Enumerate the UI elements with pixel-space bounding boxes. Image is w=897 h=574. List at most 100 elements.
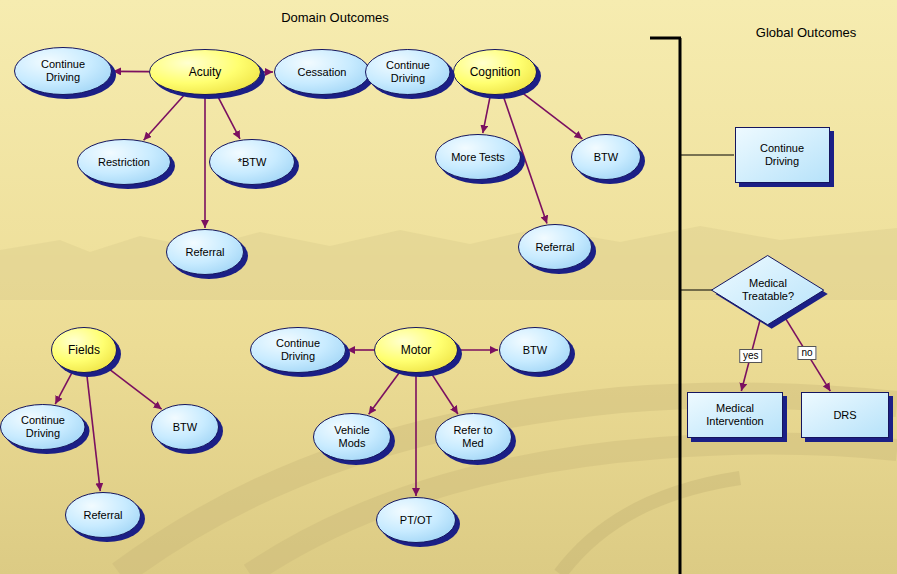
connector-arrow	[55, 372, 72, 404]
outcome-ellipse: Referral	[65, 492, 141, 538]
domain-ellipse: Acuity	[149, 49, 261, 95]
node-text-block: Fields	[68, 343, 100, 357]
edge-label: yes	[739, 349, 763, 363]
node-text-block: Acuity	[189, 65, 222, 79]
outcome-ellipse: Refer to Med	[435, 413, 512, 461]
node-ellipse	[366, 50, 451, 95]
node-text-block: Continue Driving	[380, 59, 436, 85]
node-text-block: Continue Driving	[270, 337, 326, 363]
road	[560, 478, 740, 574]
bracket	[650, 38, 734, 574]
node-text-block: Medical Treatable?	[738, 277, 798, 303]
node-ellipse	[454, 50, 537, 95]
node-ellipse	[275, 50, 370, 95]
node-label: Referral	[83, 509, 122, 522]
node-label: Continue Driving	[380, 59, 436, 85]
node-text-block: Continue Driving	[35, 58, 91, 84]
node-text-block: BTW	[173, 421, 197, 434]
node-ellipse	[210, 140, 295, 185]
node-text-block: Cessation	[298, 66, 347, 79]
node-text-block: Refer to Med	[448, 424, 498, 450]
node-label: Continue Driving	[752, 142, 812, 168]
node-diamond	[712, 255, 824, 324]
node-ellipse	[52, 328, 117, 373]
domain-ellipse: Motor	[374, 327, 458, 373]
connector-arrow	[106, 367, 161, 409]
node-label: Acuity	[189, 65, 222, 79]
node-label: Continue Driving	[35, 58, 91, 84]
node-label: *BTW	[238, 156, 267, 169]
node-ellipse	[1, 405, 86, 450]
connector-arrow	[217, 94, 240, 138]
connector-arrow	[347, 349, 374, 351]
section-heading: Domain Outcomes	[281, 10, 389, 26]
outcome-ellipse: Referral	[166, 229, 244, 275]
node-text-block: Referral	[535, 241, 574, 254]
node-ellipse	[436, 135, 521, 180]
node-ellipse	[435, 414, 511, 461]
node-ellipse	[167, 230, 244, 275]
outcome-ellipse: BTW	[571, 134, 641, 180]
connector-arrow	[113, 71, 149, 73]
node-text-block: Cognition	[470, 65, 521, 79]
domain-ellipse: Fields	[51, 327, 117, 373]
node-label: BTW	[523, 344, 547, 357]
outcome-ellipse: BTW	[499, 327, 571, 373]
node-rect	[802, 393, 889, 438]
outcome-ellipse: Continue Driving	[250, 327, 346, 373]
connector-arrow	[458, 349, 498, 351]
connector-arrow	[144, 94, 186, 141]
node-label: Referral	[535, 241, 574, 254]
node-text-block: Medical Intervention	[704, 402, 766, 428]
node-ellipse	[152, 405, 219, 450]
node-ellipse	[15, 48, 112, 95]
decision-diamond: Medical Treatable?	[711, 255, 824, 325]
outcome-ellipse: Referral	[518, 224, 592, 270]
node-label: PT/OT	[400, 514, 432, 527]
node-label: Cognition	[470, 65, 521, 79]
node-ellipse	[314, 414, 391, 461]
node-ellipse	[519, 225, 592, 270]
node-label: Continue Driving	[15, 414, 71, 440]
node-text-block: Continue Driving	[752, 142, 812, 168]
connector-arrow	[784, 315, 831, 391]
node-text-block: BTW	[523, 344, 547, 357]
node-label: BTW	[173, 421, 197, 434]
node-label: Fields	[68, 343, 100, 357]
node-label: Motor	[401, 343, 432, 357]
connector-arrow	[430, 372, 458, 414]
node-text-block: PT/OT	[400, 514, 432, 527]
node-rect	[688, 393, 783, 438]
connector-arrow	[519, 91, 582, 139]
node-label: Continue Driving	[270, 337, 326, 363]
outcome-ellipse: BTW	[151, 404, 219, 450]
bracket-bar	[679, 38, 682, 574]
section-heading: Global Outcomes	[756, 25, 856, 41]
node-ellipse	[500, 328, 571, 373]
node-label: Cessation	[298, 66, 347, 79]
outcome-ellipse: More Tests	[435, 134, 521, 180]
node-ellipse	[150, 50, 261, 95]
outcome-ellipse: Vehicle Mods	[313, 413, 391, 461]
node-text-block: Referral	[83, 509, 122, 522]
node-ellipse	[66, 493, 141, 538]
node-label: Refer to Med	[448, 424, 498, 450]
node-ellipse	[78, 140, 171, 185]
node-text-block: *BTW	[238, 156, 267, 169]
outcome-box: Continue Driving	[735, 127, 830, 183]
edge-label: no	[797, 346, 816, 360]
outcome-ellipse: PT/OT	[376, 497, 456, 543]
bracket-tick	[680, 155, 734, 156]
node-label: DRS	[833, 409, 856, 422]
outcome-ellipse: Cessation	[274, 49, 370, 95]
node-label: BTW	[594, 151, 618, 164]
node-label: Medical Treatable?	[738, 277, 798, 303]
bracket-hook	[650, 37, 681, 40]
node-text-block: Continue Driving	[15, 414, 71, 440]
node-text-block: Restriction	[98, 156, 150, 169]
outcome-ellipse: Continue Driving	[14, 47, 112, 95]
highway-illustration	[0, 226, 897, 574]
node-text-block: Vehicle Mods	[327, 424, 377, 450]
node-label: Vehicle Mods	[327, 424, 377, 450]
